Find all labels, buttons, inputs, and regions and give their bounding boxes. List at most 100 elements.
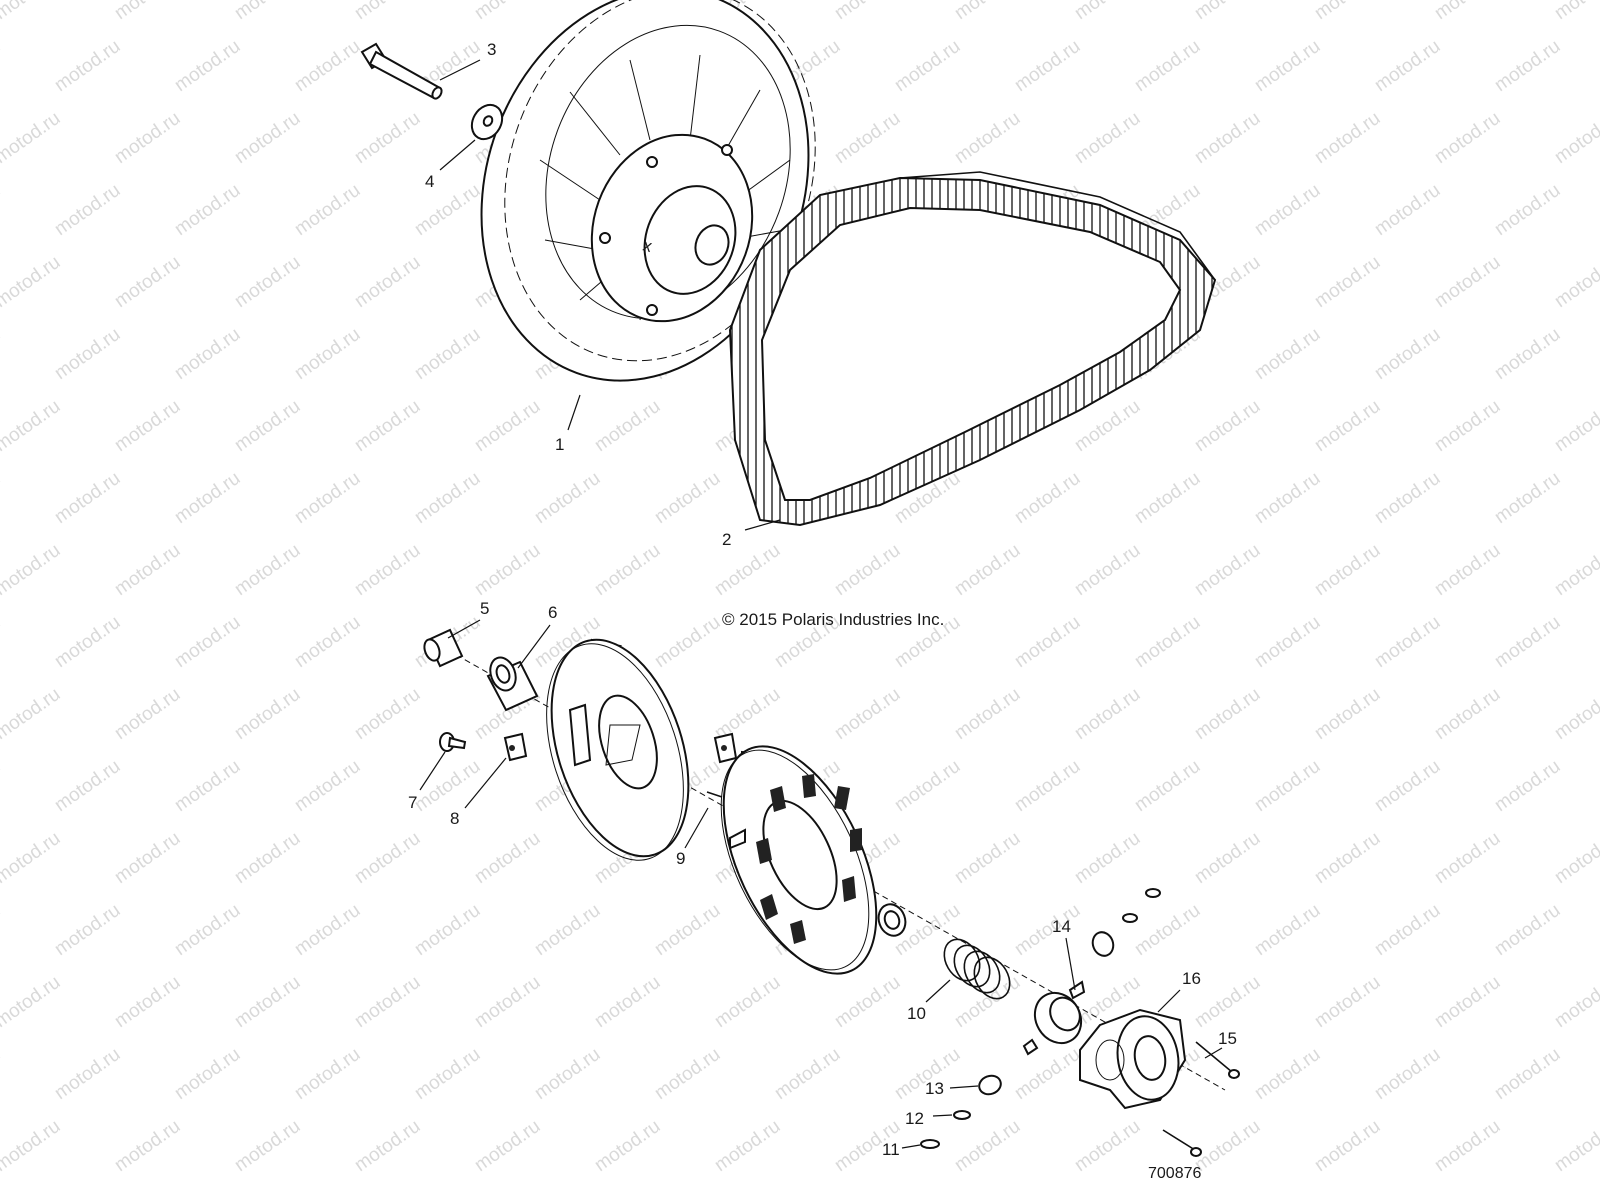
watermark-text: motod.ru <box>471 972 544 1032</box>
leader-lines <box>419 59 1223 1149</box>
watermark-text: motod.ru <box>0 828 64 888</box>
watermark-text: motod.ru <box>1491 180 1564 240</box>
watermark-text: motod.ru <box>351 540 424 600</box>
watermark-text: motod.ru <box>471 1116 544 1176</box>
watermark-text: motod.ru <box>1311 972 1384 1032</box>
watermark-text: motod.ru <box>1551 828 1600 888</box>
watermark-text: motod.ru <box>651 900 724 960</box>
watermark-text: motod.ru <box>0 1116 64 1176</box>
watermark-text: motod.ru <box>1311 0 1384 24</box>
watermark-text: motod.ru <box>111 396 184 456</box>
callout-7: 7 <box>408 793 417 812</box>
watermark-text: motod.ru <box>351 0 424 24</box>
watermark-text: motod.ru <box>51 324 124 384</box>
watermark-text: motod.ru <box>711 972 784 1032</box>
watermark-text: motod.ru <box>351 684 424 744</box>
watermark-text: motod.ru <box>171 180 244 240</box>
spring <box>943 938 1011 1000</box>
watermark-text: motod.ru <box>171 612 244 672</box>
washer-upper <box>1145 888 1161 898</box>
watermark-text: motod.ru <box>711 684 784 744</box>
watermark-text: motod.ru <box>231 828 304 888</box>
watermark-text: motod.ru <box>951 684 1024 744</box>
roller-upper <box>1091 931 1115 957</box>
watermark-text: motod.ru <box>111 252 184 312</box>
watermark-text: motod.ru <box>351 828 424 888</box>
watermark-text: motod.ru <box>1251 324 1324 384</box>
callout-8: 8 <box>450 809 459 828</box>
watermark-text: motod.ru <box>1011 900 1084 960</box>
watermark-text: motod.ru <box>1491 36 1564 96</box>
watermark-text: motod.ru <box>231 1116 304 1176</box>
watermark-text: motod.ru <box>1371 612 1444 672</box>
watermark-text: motod.ru <box>1371 756 1444 816</box>
watermark-text: motod.ru <box>351 108 424 168</box>
watermark-text: motod.ru <box>1551 396 1600 456</box>
watermark-text: motod.ru <box>351 972 424 1032</box>
watermark-text: motod.ru <box>351 396 424 456</box>
watermark-text: motod.ru <box>1251 36 1324 96</box>
bolt <box>360 42 443 100</box>
watermark-text: motod.ru <box>0 540 64 600</box>
helix-plate <box>720 745 878 975</box>
watermark-text: motod.ru <box>411 1044 484 1104</box>
watermark-text: motod.ru <box>0 756 4 816</box>
watermark-text: motod.ru <box>1251 612 1324 672</box>
watermark-text: motod.ru <box>1191 0 1264 24</box>
watermark-text: motod.ru <box>0 1044 4 1104</box>
watermark-text: motod.ru <box>891 36 964 96</box>
callouts: 1 2 3 4 5 6 7 8 9 10 11 12 13 14 15 16 <box>408 40 1237 1159</box>
watermark-text: motod.ru <box>1011 756 1084 816</box>
watermark-text: motod.ru <box>1491 612 1564 672</box>
callout-3: 3 <box>487 40 496 59</box>
watermark-text: motod.ru <box>351 1116 424 1176</box>
watermark-text: motod.ru <box>231 108 304 168</box>
callout-2: 2 <box>722 530 731 549</box>
watermark-text: motod.ru <box>1551 684 1600 744</box>
watermark-text: motod.ru <box>1251 180 1324 240</box>
watermark-text: motod.ru <box>1371 324 1444 384</box>
watermark-text: motod.ru <box>231 540 304 600</box>
watermark-text: motod.ru <box>411 324 484 384</box>
watermark-text: motod.ru <box>891 756 964 816</box>
watermark-text: motod.ru <box>291 36 364 96</box>
watermark-text: motod.ru <box>51 468 124 528</box>
watermark-text: motod.ru <box>1011 1044 1084 1104</box>
shim-upper <box>1122 913 1138 923</box>
watermark-text: motod.ru <box>291 1044 364 1104</box>
watermark-text: motod.ru <box>1551 108 1600 168</box>
watermark-text: motod.ru <box>1491 756 1564 816</box>
driven-clutch-sheave: x <box>480 0 816 382</box>
watermark-text: motod.ru <box>111 1116 184 1176</box>
watermark-text: motod.ru <box>1551 0 1600 24</box>
watermark-text: motod.ru <box>0 612 4 672</box>
watermark-text: motod.ru <box>51 612 124 672</box>
watermark-text: motod.ru <box>1071 828 1144 888</box>
watermark-text: motod.ru <box>111 540 184 600</box>
watermark-text: motod.ru <box>0 36 4 96</box>
watermark-text: motod.ru <box>591 972 664 1032</box>
watermark-text: motod.ru <box>1071 0 1144 24</box>
watermark-text: motod.ru <box>0 684 64 744</box>
watermark-text: motod.ru <box>1071 684 1144 744</box>
watermark-text: motod.ru <box>1011 36 1084 96</box>
watermark-text: motod.ru <box>291 468 364 528</box>
watermark-text: motod.ru <box>1251 1044 1324 1104</box>
watermark-text: motod.ru <box>1131 468 1204 528</box>
watermark-text: motod.ru <box>831 972 904 1032</box>
watermark-text: motod.ru <box>1491 324 1564 384</box>
watermark-text: motod.ru <box>1551 540 1600 600</box>
washer <box>470 103 504 141</box>
watermark-text: motod.ru <box>471 540 544 600</box>
watermark-text: motod.ru <box>0 468 4 528</box>
watermark-text: motod.ru <box>351 252 424 312</box>
watermark-text: motod.ru <box>51 756 124 816</box>
callout-5: 5 <box>480 599 489 618</box>
watermark-text: motod.ru <box>1191 684 1264 744</box>
watermark-text: motod.ru <box>291 756 364 816</box>
watermark-text: motod.ru <box>51 180 124 240</box>
watermark-text: motod.ru <box>1311 1116 1384 1176</box>
watermark-text: motod.ru <box>411 468 484 528</box>
watermark-text: motod.ru <box>1551 252 1600 312</box>
watermark-text: motod.ru <box>771 1044 844 1104</box>
